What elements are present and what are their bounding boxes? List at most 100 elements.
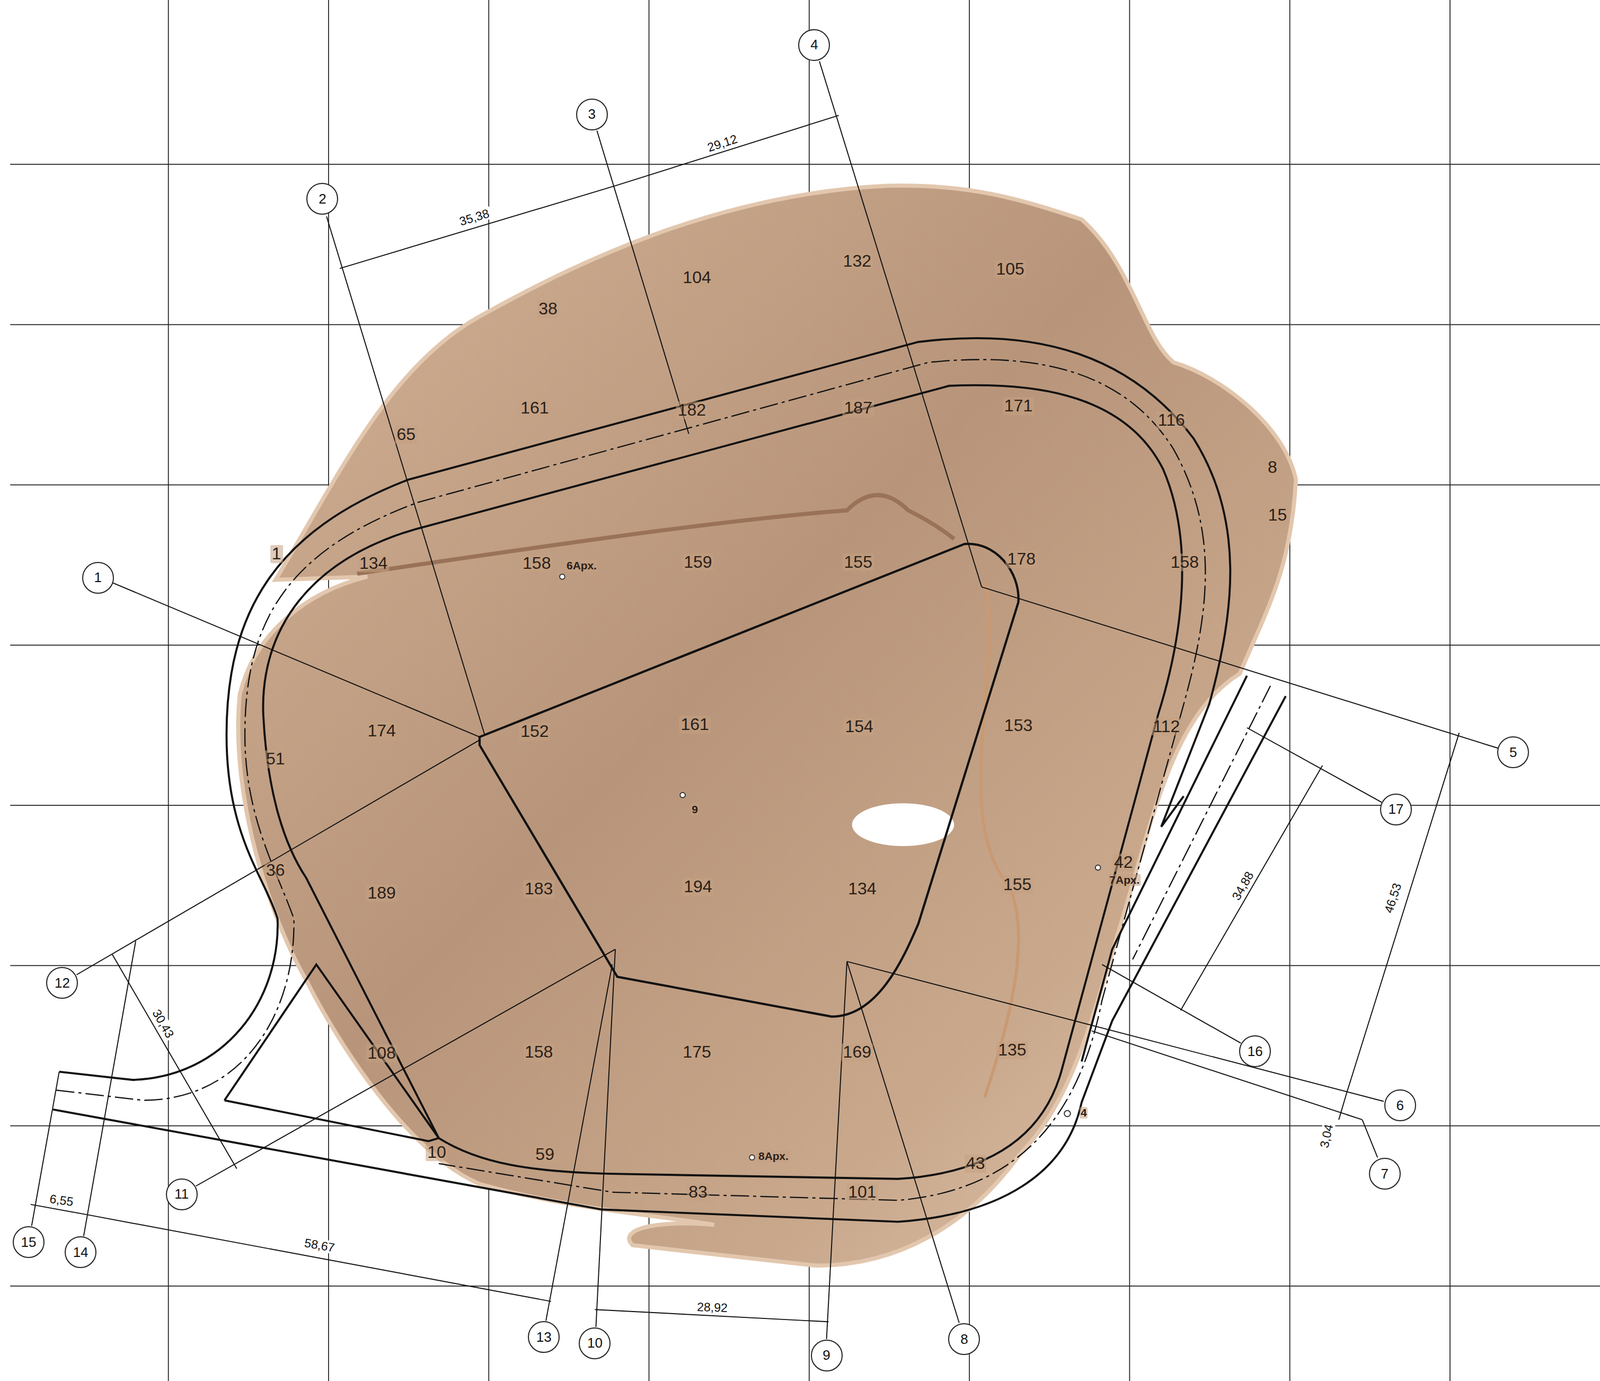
elevation-mark: 155 — [842, 553, 874, 572]
section-marker: 5 — [1497, 736, 1529, 768]
elevation-mark: 59 — [533, 1145, 556, 1164]
elevation-mark: 38 — [536, 300, 560, 319]
section-number: 12 — [54, 974, 70, 992]
road-axis — [56, 359, 1271, 1200]
elevation-mark: 158 — [1169, 553, 1201, 572]
elevation-mark: 161 — [518, 399, 551, 418]
elevation-mark: 187 — [842, 399, 874, 418]
elevation-mark: 135 — [996, 1040, 1028, 1059]
grid — [10, 0, 1600, 1381]
elevation-mark: 158 — [523, 1042, 555, 1062]
section-number: 3 — [587, 105, 596, 123]
pit — [852, 802, 955, 846]
elevation-mark: 175 — [681, 1042, 713, 1062]
point-name: 9 — [690, 803, 700, 816]
section-number: 6 — [1395, 1097, 1404, 1114]
dimension-lines — [30, 115, 1460, 1322]
point-name: 8Арх. — [757, 1150, 790, 1162]
section-marker: 13 — [527, 1320, 560, 1353]
elevation-mark: 189 — [365, 884, 397, 903]
elevation-mark: 154 — [843, 717, 875, 736]
elevation-mark: 15 — [1266, 506, 1289, 525]
section-marker: 7 — [1368, 1157, 1401, 1190]
dimension: 6,55 — [47, 1191, 76, 1209]
elevation-mark: 104 — [681, 268, 713, 287]
section-marker: 15 — [12, 1225, 45, 1258]
section-number: 17 — [1388, 800, 1404, 818]
section-number: 16 — [1247, 1042, 1263, 1060]
elevation-mark: 171 — [1002, 397, 1034, 416]
elevation-mark: 155 — [1001, 876, 1033, 895]
section-number: 10 — [587, 1334, 603, 1351]
section-number: 14 — [73, 1243, 89, 1261]
elevation-mark: 83 — [686, 1182, 710, 1201]
section-marker: 3 — [576, 98, 608, 131]
elevation-mark: 1 — [270, 545, 284, 564]
elevation-mark: 36 — [264, 861, 287, 880]
section-marker: 11 — [165, 1178, 198, 1210]
section-marker: 1 — [82, 561, 114, 594]
elevation-mark: 178 — [1005, 550, 1038, 569]
section-number: 8 — [960, 1330, 968, 1348]
section-marker: 8 — [948, 1322, 980, 1355]
section-number: 15 — [20, 1233, 37, 1251]
section-marker: 12 — [46, 966, 78, 999]
elevation-mark: 194 — [682, 877, 714, 896]
dimension: 30,43 — [149, 1005, 178, 1042]
section-marker: 14 — [64, 1235, 97, 1268]
elevation-mark: 8 — [1266, 458, 1279, 477]
section-marker: 17 — [1380, 793, 1412, 826]
elevation-mark: 134 — [357, 554, 390, 573]
section-marker: 9 — [810, 1339, 843, 1372]
elevation-mark: 108 — [365, 1044, 397, 1063]
elevation-mark: 161 — [678, 715, 711, 734]
point-name: 6Арх. — [565, 559, 598, 572]
elevation-mark: 152 — [518, 722, 551, 741]
elevation-mark: 182 — [676, 401, 708, 420]
elevation-mark: 174 — [365, 721, 397, 740]
section-number: 1 — [94, 569, 102, 586]
dimension: 46,53 — [1381, 879, 1405, 916]
section-lines — [31, 61, 1499, 1340]
section-number: 4 — [810, 36, 818, 53]
elevation-mark: 105 — [994, 260, 1026, 279]
survey-points — [559, 573, 1101, 1160]
elevation-mark: 101 — [846, 1182, 878, 1201]
section-number: 11 — [174, 1185, 189, 1202]
dimension: 29,12 — [704, 131, 741, 155]
point-name: 7Арх. — [1108, 873, 1141, 886]
elevation-mark: 183 — [523, 879, 555, 898]
elevation-mark: 169 — [841, 1042, 873, 1062]
elevation-mark: 43 — [964, 1154, 987, 1173]
terrain — [237, 185, 1296, 1266]
elevation-mark: 132 — [841, 252, 873, 271]
ridge — [357, 494, 954, 574]
elevation-mark: 134 — [846, 879, 878, 898]
dimension: 28,92 — [695, 1300, 730, 1314]
elevation-mark: 158 — [520, 554, 553, 573]
road — [52, 338, 1286, 1222]
section-number: 9 — [822, 1346, 830, 1364]
elevation-mark: 65 — [395, 425, 418, 444]
section-number: 5 — [1509, 744, 1517, 761]
elevation-mark: 112 — [1151, 717, 1182, 736]
elevation-mark: 116 — [1156, 411, 1187, 430]
dimension: 58,67 — [301, 1235, 338, 1255]
section-number: 13 — [536, 1328, 552, 1346]
section-marker: 16 — [1239, 1035, 1271, 1067]
contour-polygon — [479, 543, 1019, 1017]
elevation-mark: 42 — [1112, 853, 1135, 872]
elevation-mark: 159 — [682, 553, 714, 572]
section-marker: 6 — [1384, 1089, 1417, 1121]
section-number: 7 — [1381, 1165, 1389, 1182]
dimension: 35,38 — [456, 206, 493, 229]
point-name: 4 — [1079, 1106, 1089, 1119]
section-marker: 2 — [306, 182, 339, 215]
elevation-mark: 51 — [264, 750, 287, 769]
elevation-mark: 10 — [425, 1143, 448, 1162]
section-number: 2 — [318, 190, 326, 208]
section-marker: 10 — [578, 1327, 611, 1359]
elevation-mark: 153 — [1002, 716, 1034, 735]
section-marker: 4 — [798, 29, 830, 61]
